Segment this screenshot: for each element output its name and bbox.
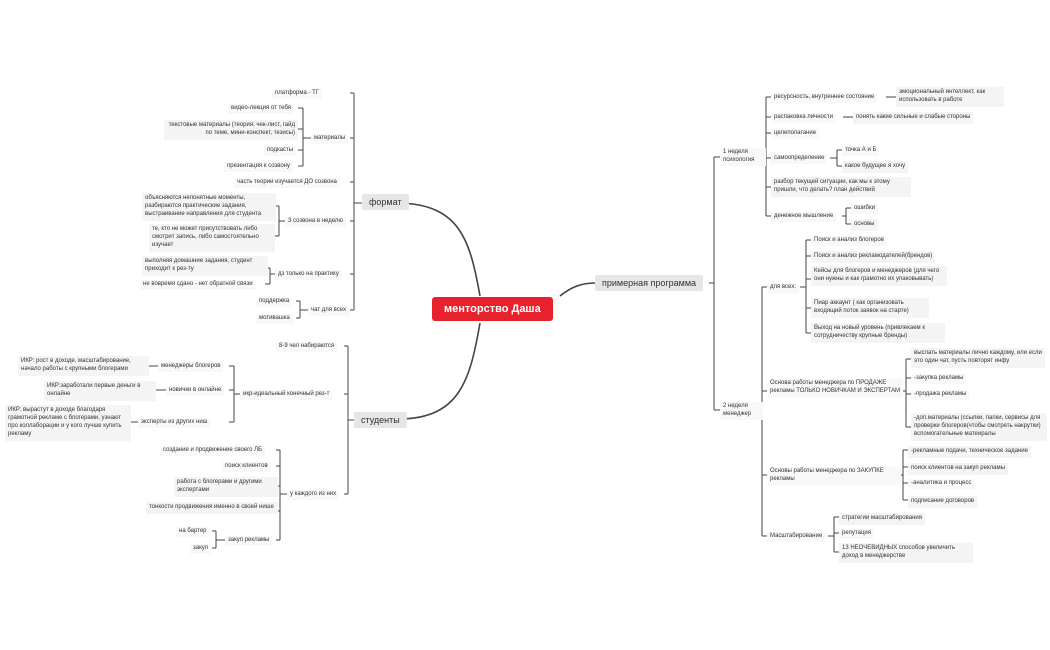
- node-w1-emotional-iq[interactable]: эмоциональный интеллект, как использоват…: [896, 87, 1004, 107]
- node-w1-selfdef[interactable]: самоопределение: [771, 154, 828, 164]
- node-sell-sale[interactable]: -продажа рекламы: [911, 390, 970, 400]
- connector-chat: [296, 300, 308, 319]
- node-w1-goals[interactable]: целеполагание: [771, 129, 820, 139]
- connector-each: [276, 449, 287, 541]
- connector-hw: [265, 267, 275, 285]
- node-buy-analytics[interactable]: -аналитика и процесс: [908, 479, 975, 489]
- node-all-brands[interactable]: Поиск и анализ рекламодателей(брендов): [811, 251, 936, 263]
- node-scale-strategies[interactable]: стратегии масштабирования: [839, 513, 925, 525]
- node-students[interactable]: студенты: [354, 412, 407, 428]
- connector-money: [842, 207, 851, 225]
- node-scale-reputation[interactable]: репутация: [839, 529, 874, 539]
- node-w1-money[interactable]: денежное мышление: [771, 212, 837, 222]
- connector-calls: [273, 205, 285, 237]
- connector-root-format: [399, 202, 481, 297]
- node-each-clients[interactable]: поиск клиентов: [222, 462, 271, 472]
- node-all-bloggers[interactable]: Поиск и анализ блогеров: [811, 236, 887, 246]
- node-buy-pitches[interactable]: -рекламные подачи, техническое задание: [908, 446, 1031, 458]
- connector-sell: [900, 358, 911, 428]
- node-w1-unpack[interactable]: распаковка личности: [771, 113, 836, 123]
- node-week2[interactable]: 2 неделя менеджер: [720, 402, 763, 420]
- node-text-materials[interactable]: текстовые материалы (теория: чек-лист, г…: [164, 120, 298, 140]
- connector-root-students: [399, 322, 481, 420]
- node-w1-future[interactable]: какое будущее я хочу: [842, 161, 909, 173]
- node-w2-buy[interactable]: Основы работы менеджера по ЗАКУПКЕ рекла…: [767, 467, 901, 485]
- connector-scale: [828, 516, 839, 553]
- node-chat[interactable]: чат для всех: [308, 306, 349, 316]
- node-each[interactable]: у каждого из них: [287, 490, 340, 500]
- node-sell-materials[interactable]: выслать материалы лично каждому, или есл…: [911, 348, 1045, 368]
- node-group-managers[interactable]: менеджеры блогеров: [158, 362, 224, 372]
- node-podcasts[interactable]: подкасты: [264, 146, 297, 156]
- node-video-lecture[interactable]: видео-лекция от тебя: [228, 104, 295, 114]
- node-chat-support[interactable]: поддержка: [256, 297, 293, 307]
- connector-materials: [298, 107, 311, 167]
- node-hw-late[interactable]: не вовремя сдано - нет обратной связи: [140, 280, 256, 290]
- node-each-niche[interactable]: тонкости продвижения именно в своей нише: [146, 502, 278, 514]
- node-chat-motivation[interactable]: мотивашка: [256, 314, 293, 324]
- node-calls[interactable]: 3 созвона в неделю: [285, 217, 346, 227]
- node-w1-analysis[interactable]: разбор текущей ситуации, как мы к этому …: [771, 177, 911, 197]
- node-week1[interactable]: 1 неделя психология: [720, 148, 766, 166]
- node-calls-explain[interactable]: объясняются непонятные моменты, разбираю…: [142, 193, 276, 221]
- node-w1-mistakes[interactable]: ошибки: [851, 204, 878, 214]
- connector-program-bus: [709, 157, 715, 410]
- node-ads-barter[interactable]: на бартер: [176, 527, 210, 537]
- node-program[interactable]: примерная программа: [595, 275, 704, 291]
- node-ads-buy[interactable]: закуп: [190, 544, 212, 554]
- node-w2-all[interactable]: для всех:: [767, 283, 799, 293]
- node-w1-strengths[interactable]: понять какие сильные и слабые стороны: [853, 112, 974, 124]
- connector-all: [800, 239, 811, 334]
- node-platform[interactable]: платформа - ТГ: [272, 89, 323, 99]
- node-group-newbies-ikr[interactable]: ИКР:заработали первые деньги в онлайне: [44, 381, 156, 401]
- node-group-managers-ikr[interactable]: ИКР: рост в доходе, масштабирование, нач…: [18, 356, 149, 376]
- node-materials[interactable]: материалы: [311, 134, 349, 144]
- root-node[interactable]: менторство Даша: [432, 297, 553, 321]
- node-theory-before[interactable]: часть теории изучается ДО созвона: [234, 178, 340, 188]
- node-hw-result[interactable]: выполняя домашние задания, студент прихо…: [142, 256, 268, 276]
- node-all-cases[interactable]: Кейсы для блогеров и менеджеров (для чег…: [811, 266, 947, 286]
- connector-ikr: [229, 365, 240, 423]
- node-ikr[interactable]: икр-идеальный конечный рез-т: [240, 390, 333, 400]
- node-w2-scale[interactable]: Масштабирование: [767, 532, 826, 542]
- node-buy-contracts[interactable]: подписание договоров: [908, 496, 978, 508]
- node-w1-point-ab[interactable]: точка А и Б: [842, 146, 880, 156]
- node-each-brand[interactable]: создание и продвижение своего ЛБ: [160, 446, 266, 456]
- node-homework[interactable]: дз только на практику: [275, 270, 342, 280]
- node-format[interactable]: формат: [362, 194, 409, 210]
- node-group-newbies[interactable]: новички в онлайне: [166, 386, 225, 396]
- node-ads[interactable]: закуп рекламы: [225, 536, 273, 546]
- connector-format-bus: [353, 93, 362, 310]
- node-presentation[interactable]: презентация к созвону: [224, 162, 293, 172]
- node-buy-clients[interactable]: поиск клиентов на закуп рекламы: [908, 463, 1008, 475]
- connector-selfdef: [830, 149, 842, 167]
- connector-students-bus: [347, 346, 354, 494]
- node-w1-resource[interactable]: ресурсность, внутреннее состояние: [771, 93, 878, 103]
- node-w2-sell[interactable]: Основа работы менеджера по ПРОДАЖЕ рекла…: [767, 379, 903, 397]
- node-all-pr[interactable]: Пиар аккаунт ( как организовать входящий…: [811, 298, 929, 318]
- node-group-experts[interactable]: эксперты из других ниш: [138, 418, 211, 428]
- node-all-level-up[interactable]: Выход на новый уровень (привлекаем к сот…: [811, 323, 945, 343]
- node-student-count[interactable]: 8-9 чел набираются: [276, 342, 338, 352]
- node-calls-recording[interactable]: те, кто не может присутствовать либо смо…: [149, 224, 275, 252]
- connector-root-program: [559, 282, 596, 297]
- node-sell-extra[interactable]: -доп.материалы (ссылки, папки, сервисы д…: [911, 413, 1047, 441]
- node-scale-13-ways[interactable]: 13 НЕОЧЕВИДНЫХ способов увеличить доход …: [839, 543, 973, 563]
- node-w1-basics[interactable]: основы: [851, 219, 878, 231]
- node-sell-purchase[interactable]: -закупка рекламы: [911, 374, 967, 384]
- node-group-experts-ikr[interactable]: ИКР: вырастут в доходе благодаря грамотн…: [5, 405, 131, 441]
- node-each-bloggers[interactable]: работа с блогерами и другими экспертами: [174, 477, 278, 497]
- connector-ads: [212, 530, 225, 549]
